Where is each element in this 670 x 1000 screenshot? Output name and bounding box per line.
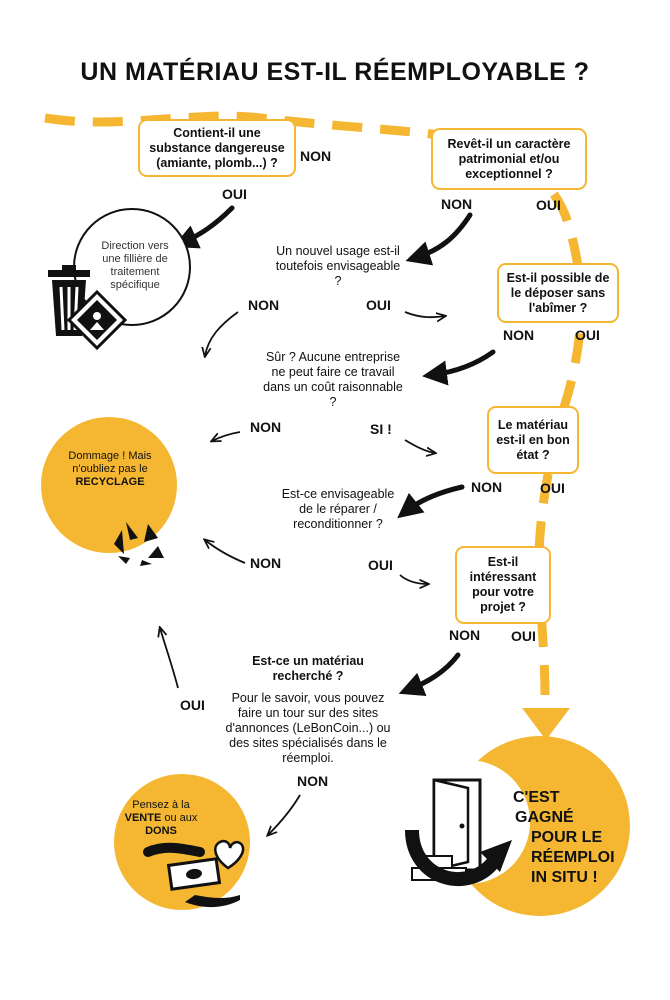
- arrow-q3-oui: [404, 311, 445, 317]
- recycle-outcome-keyword: RECYCLAGE: [75, 476, 145, 488]
- heart-icon: [214, 839, 245, 870]
- arrow-q8-non: [398, 652, 461, 697]
- recycle-icon: [114, 522, 164, 566]
- arrow-q7-non: [205, 540, 246, 564]
- sale-outcome-intro: Pensez à la: [132, 799, 190, 811]
- hazard-sign-icon: [66, 289, 128, 351]
- question-sought-material-details: Pour le savoir, vous pouvez faire un tou…: [225, 691, 391, 765]
- label-q6-oui: OUI: [540, 480, 565, 496]
- page-title: UN MATÉRIAU EST-IL RÉEMPLOYABLE ?: [80, 58, 590, 86]
- arrow-q6-non: [397, 484, 465, 519]
- question-good-condition: Le matériau est-il en bon état ?: [487, 406, 579, 474]
- label-q8-non: NON: [449, 627, 481, 643]
- recycle-outcome-circle: [41, 417, 177, 553]
- sale-outcome-dons: DONS: [145, 825, 177, 837]
- question-sought-material: Est-ce un matériau recherché ?: [252, 654, 364, 683]
- curved-arrow-icon: [405, 829, 512, 887]
- label-q9-non: NON: [297, 773, 329, 789]
- sale-outcome-vente: VENTE: [124, 812, 162, 824]
- win-line-5: IN SITU !: [531, 869, 598, 886]
- recycle-outcome-text: Dommage ! Mais n'oubliez pas le RECYCLAG…: [62, 450, 158, 489]
- arrow-q5-non: [212, 431, 241, 441]
- door-icon: [432, 778, 482, 872]
- arrow-q4-non: [422, 349, 496, 386]
- label-q1-non: NON: [300, 148, 332, 164]
- win-line-2: GAGNÉ: [515, 809, 574, 826]
- arrow-q9-non: [268, 794, 301, 835]
- question-repair: Est-ce envisageable de le réparer / reco…: [281, 487, 395, 531]
- arrow-q7-oui: [399, 574, 428, 584]
- question-new-usage: Un nouvel usage est-il toutefois envisag…: [275, 244, 401, 288]
- arrow-q9-oui: [160, 628, 179, 689]
- sale-outcome-circle: [114, 774, 250, 910]
- win-outcome-text: C'EST GAGNÉ POUR LE RÉEMPLOI IN SITU !: [505, 788, 615, 888]
- arrow-q2-non: [405, 212, 473, 266]
- win-line-3: POUR LE: [531, 829, 603, 846]
- label-q6-non: NON: [471, 479, 503, 495]
- question-no-company: Sûr ? Aucune entreprise ne peut faire ce…: [263, 350, 403, 409]
- label-q1-oui: OUI: [222, 186, 247, 202]
- arrow-q5-si: [404, 439, 435, 453]
- label-q4-non: NON: [503, 327, 535, 343]
- question-interesting: Est-il intéressant pour votre projet ?: [455, 546, 551, 624]
- sale-outcome-mid: ou aux: [164, 812, 198, 824]
- label-q2-oui: OUI: [536, 197, 561, 213]
- label-q9-oui: OUI: [180, 697, 205, 713]
- label-q4-oui: OUI: [575, 327, 600, 343]
- arrow-q3-non: [205, 311, 239, 356]
- label-q7-non: NON: [250, 555, 282, 571]
- label-q3-oui: OUI: [366, 297, 391, 313]
- label-q5-non: NON: [250, 419, 282, 435]
- label-q5-si: SI !: [370, 421, 392, 437]
- label-q3-non: NON: [248, 297, 280, 313]
- question-heritage: Revêt-il un caractère patrimonial et/ou …: [431, 128, 587, 190]
- label-q2-non: NON: [441, 196, 473, 212]
- sale-outcome-text: Pensez à la VENTE ou aux DONS: [118, 799, 204, 838]
- question-remove-safely: Est-il possible de le déposer sans l'abî…: [497, 263, 619, 323]
- money-hand-icon: [143, 842, 240, 908]
- main-path-arrowhead: [522, 708, 570, 740]
- hazard-outcome-text: Direction vers une fillière de traitemen…: [101, 240, 169, 291]
- question-dangerous-substance: Contient-il une substance dangereuse (am…: [138, 119, 296, 177]
- label-q8-oui: OUI: [511, 628, 536, 644]
- arrow-q1-oui: [172, 205, 235, 249]
- win-line-1: C'EST: [513, 789, 560, 806]
- recycle-outcome-intro: Dommage ! Mais n'oubliez pas le: [68, 450, 152, 475]
- win-line-4: RÉEMPLOI: [531, 849, 615, 866]
- label-q7-oui: OUI: [368, 557, 393, 573]
